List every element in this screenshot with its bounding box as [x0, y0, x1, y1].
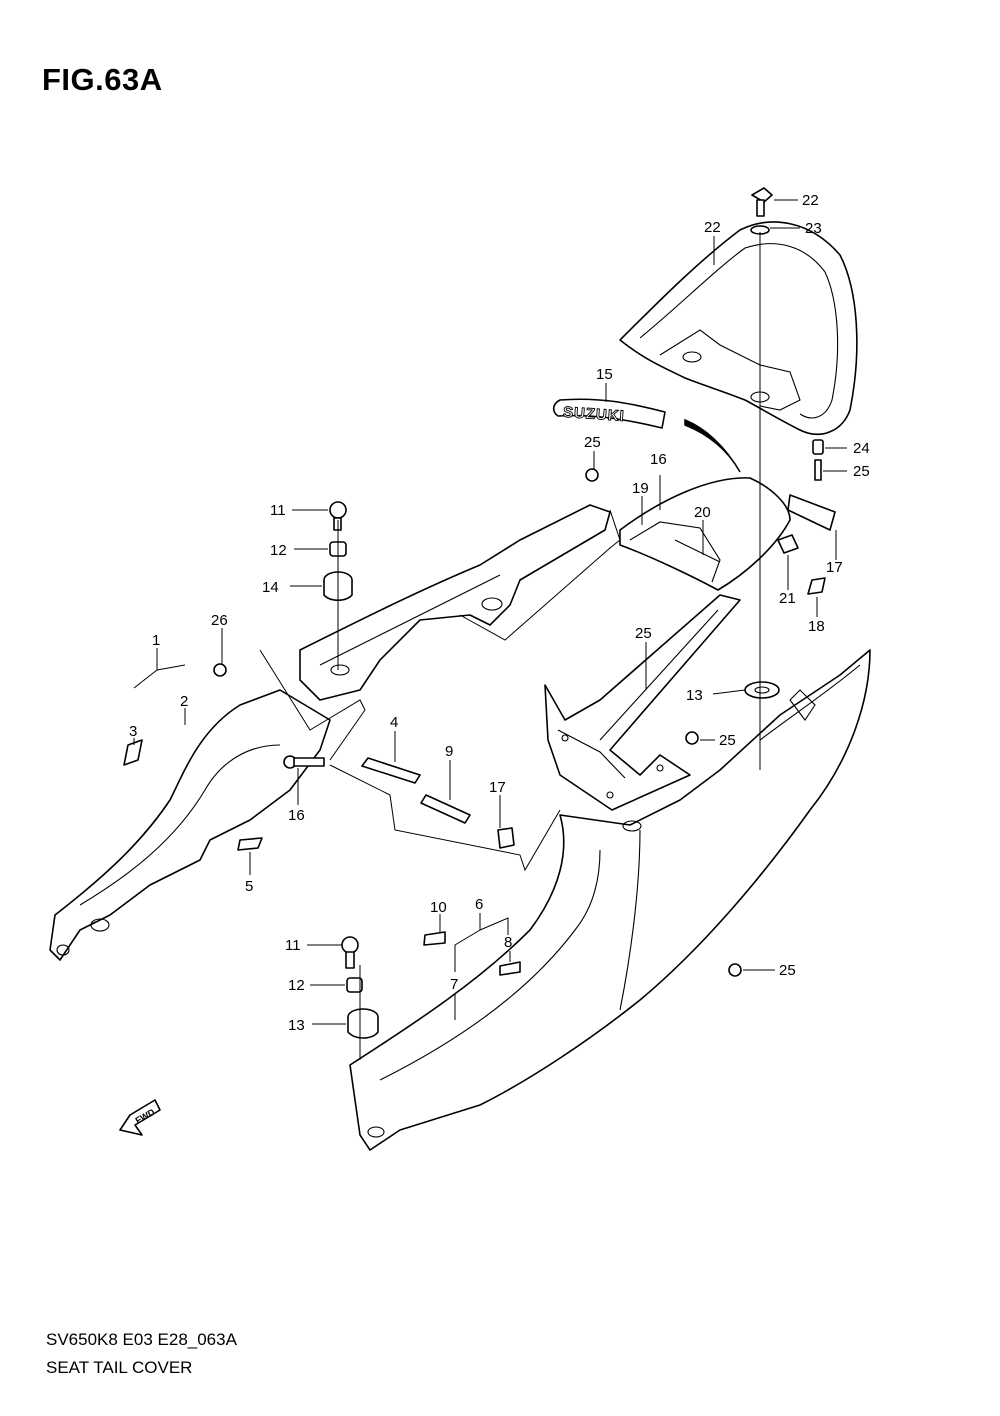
callout-26: 22 — [704, 219, 721, 236]
callout-14: 14 — [262, 579, 279, 596]
callout-23: 25 — [635, 625, 652, 642]
callout-8: 8 — [504, 934, 512, 951]
callout-11-low: 11 — [285, 937, 301, 954]
callout-22-a: 19 — [632, 480, 649, 497]
callout-11-top: 11 — [270, 502, 286, 519]
leader-lines — [133, 199, 847, 1060]
callout-17-label: 17 — [489, 779, 506, 796]
callout-28: 23 — [805, 220, 822, 237]
callout-6: 6 — [475, 896, 483, 913]
callout-7: 7 — [450, 976, 458, 993]
callout-labels: 22 23 22 15 24 25 17 18 21 16 19 20 25 2… — [129, 192, 870, 994]
callout-12-low: 12 — [288, 977, 305, 994]
callout-19: 15 — [596, 366, 613, 383]
callout-10: 10 — [430, 899, 447, 916]
callout-25-low: 25 — [779, 962, 796, 979]
callout-4: 4 — [390, 714, 398, 731]
callout-22-b: 20 — [694, 504, 711, 521]
callout-27: 22 — [802, 192, 819, 209]
callout-25-mid: 25 — [719, 732, 736, 749]
model-code: SV650K8 E03 E28_063A — [46, 1330, 237, 1349]
callout-5: 5 — [245, 878, 253, 895]
callout-13-label: 13 — [288, 1017, 305, 1034]
figure-name: SEAT TAIL COVER — [46, 1358, 193, 1377]
callout-25-left: 26 — [211, 612, 228, 629]
callout-30: 25 — [853, 463, 870, 480]
hardware-bolts — [123, 187, 836, 1039]
callout-24: 21 — [779, 590, 796, 607]
forward-direction-arrow: FWD — [119, 1099, 161, 1136]
stripe-accent — [684, 418, 741, 473]
callout-9: 9 — [445, 743, 453, 760]
callout-12-top: 12 — [270, 542, 287, 559]
suzuki-decal-text: SUZUKI — [562, 404, 625, 425]
part-23-undertray — [544, 594, 741, 811]
part-19-suzuki-emblem: SUZUKI — [552, 398, 666, 429]
callout-25-top: 25 — [584, 434, 601, 451]
callout-3: 3 — [129, 723, 137, 740]
callout-20: 17 — [826, 559, 843, 576]
callout-1: 1 — [152, 632, 160, 649]
callout-21: 18 — [808, 618, 825, 635]
callout-2: 2 — [180, 693, 188, 710]
callout-18: 16 — [650, 451, 667, 468]
part-26-tail-cowl — [619, 221, 858, 435]
part-18-center-cover — [619, 477, 791, 591]
left-side-frame — [299, 504, 611, 701]
callout-15: 13 — [686, 687, 703, 704]
callout-16-label: 16 — [288, 807, 305, 824]
part-7-right-side-cover — [349, 649, 871, 1151]
callout-29: 24 — [853, 440, 870, 457]
figure-title: FIG.63A — [42, 62, 163, 97]
part-2-left-side-cover — [49, 689, 331, 961]
callout-labels-extra: 16 17 13 — [288, 779, 506, 1034]
